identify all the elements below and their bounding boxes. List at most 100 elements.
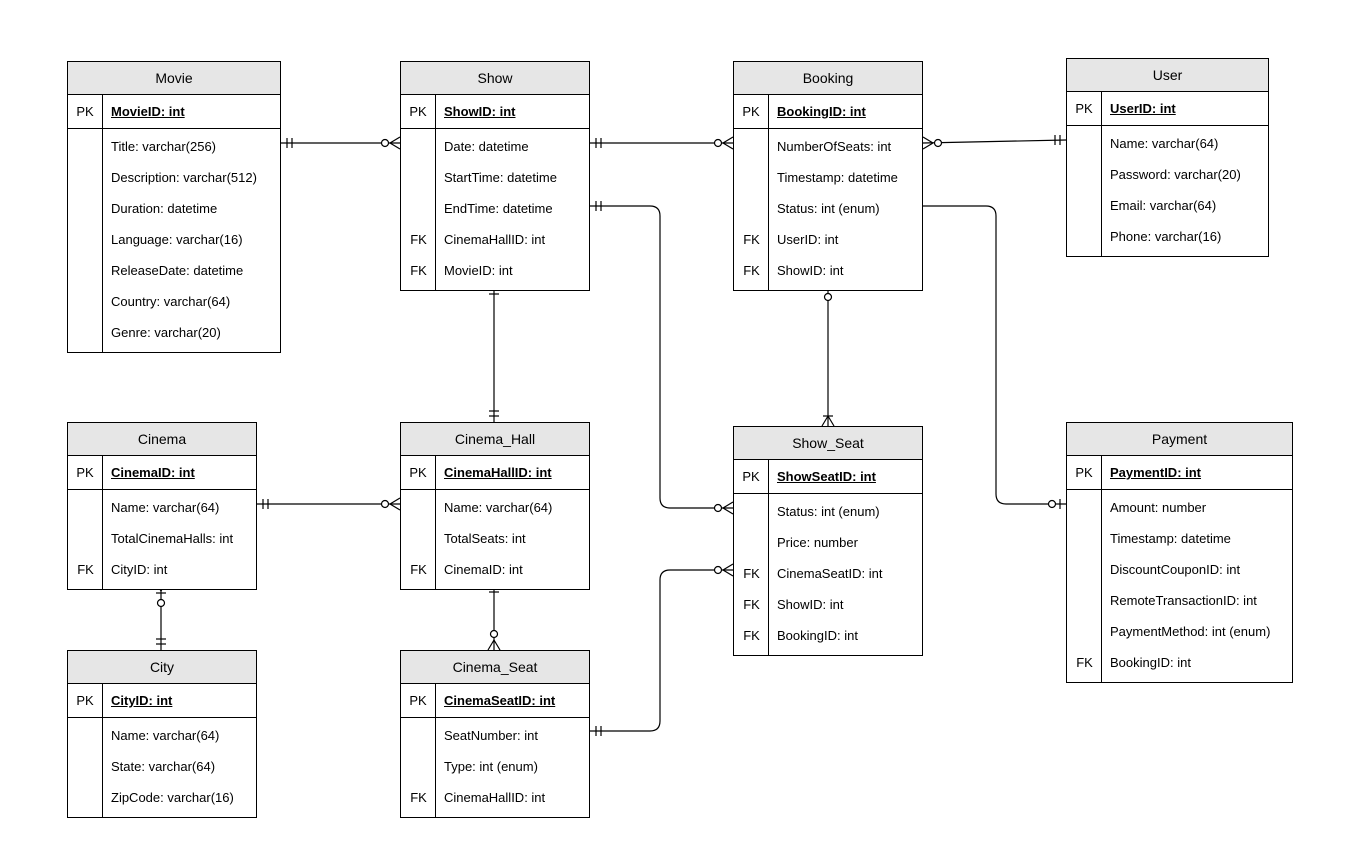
attribute-row: Date: datetime (401, 131, 589, 162)
attribute-row: Country: varchar(64) (68, 286, 280, 317)
attribute-name: CinemaSeatID: int (777, 566, 883, 581)
attribute-row: StartTime: datetime (401, 162, 589, 193)
key-label: FK (410, 263, 427, 278)
key-label (68, 162, 103, 193)
entity-title: Show_Seat (734, 427, 922, 460)
key-label: FK (77, 562, 94, 577)
attribute-row: ReleaseDate: datetime (68, 255, 280, 286)
attribute-name: CinemaHallID: int (444, 790, 546, 805)
attribute-name: TotalSeats: int (444, 531, 526, 546)
rel-cinemaseat-showseat (590, 563, 734, 736)
attribute-row: Name: varchar(64) (68, 492, 256, 523)
attribute-row: Status: int (enum) (734, 496, 922, 527)
pk-attribute: BookingID: int (777, 104, 866, 119)
attribute-row: State: varchar(64) (68, 751, 256, 782)
attribute-name: PaymentMethod: int (enum) (1110, 624, 1271, 639)
attribute-name: SeatNumber: int (444, 728, 538, 743)
attribute-name: Status: int (enum) (777, 504, 880, 519)
key-label (401, 523, 436, 554)
attribute-name: ShowID: int (777, 597, 844, 612)
key-label (1067, 492, 1102, 523)
attribute-name: Type: int (enum) (444, 759, 538, 774)
key-label: FK (743, 263, 760, 278)
pk-label: PK (401, 456, 436, 489)
rel-show-cinemahall (489, 283, 499, 422)
attribute-row: Duration: datetime (68, 193, 280, 224)
rel-booking-showseat (821, 283, 835, 427)
attribute-name: Name: varchar(64) (1110, 136, 1219, 151)
pk-attribute: MovieID: int (111, 104, 185, 119)
attribute-name: StartTime: datetime (444, 170, 557, 185)
pk-attribute: CinemaSeatID: int (444, 693, 556, 708)
key-label (1067, 159, 1102, 190)
key-label (1067, 190, 1102, 221)
key-label (68, 782, 103, 813)
pk-label: PK (734, 460, 769, 493)
pk-attribute: CinemaHallID: int (444, 465, 552, 480)
attribute-row: ZipCode: varchar(16) (68, 782, 256, 813)
key-label (68, 193, 103, 224)
entity-title: Cinema_Seat (401, 651, 589, 684)
attribute-name: MovieID: int (444, 263, 513, 278)
attribute-name: Amount: number (1110, 500, 1207, 515)
pk-label: PK (68, 95, 103, 128)
entity-title: Cinema (68, 423, 256, 456)
attribute-name: Status: int (enum) (777, 201, 880, 216)
entity-title: Show (401, 62, 589, 95)
key-label (68, 492, 103, 523)
attribute-name: EndTime: datetime (444, 201, 553, 216)
rel-booking-payment (923, 205, 1066, 509)
key-label (401, 751, 436, 782)
pk-attribute: ShowID: int (444, 104, 516, 119)
attribute-row: TotalSeats: int (401, 523, 589, 554)
attribute-name: Timestamp: datetime (777, 170, 898, 185)
rel-cinemahall-cinemaseat (487, 581, 501, 651)
key-label (68, 131, 103, 162)
attribute-name: RemoteTransactionID: int (1110, 593, 1257, 608)
attribute-row: Timestamp: datetime (1067, 523, 1292, 554)
attribute-row: Name: varchar(64) (401, 492, 589, 523)
key-label (401, 131, 436, 162)
attribute-name: Duration: datetime (111, 201, 218, 216)
key-label (68, 255, 103, 286)
pk-label: PK (68, 456, 103, 489)
attribute-name: Phone: varchar(16) (1110, 229, 1222, 244)
attribute-name: Password: varchar(20) (1110, 167, 1241, 182)
attribute-row: RemoteTransactionID: int (1067, 585, 1292, 616)
key-label (68, 317, 103, 348)
attribute-row: DiscountCouponID: int (1067, 554, 1292, 585)
attribute-row: Description: varchar(512) (68, 162, 280, 193)
key-label: FK (410, 562, 427, 577)
rel-user-booking (922, 135, 1067, 150)
key-label: FK (410, 232, 427, 247)
attribute-name: Title: varchar(256) (111, 139, 216, 154)
attribute-name: UserID: int (777, 232, 839, 247)
attribute-name: DiscountCouponID: int (1110, 562, 1241, 577)
key-label (68, 286, 103, 317)
pk-label: PK (1067, 456, 1102, 489)
attribute-name: State: varchar(64) (111, 759, 216, 774)
key-label (1067, 554, 1102, 585)
entity-title: User (1067, 59, 1268, 92)
rel-cinema-city (154, 580, 168, 650)
